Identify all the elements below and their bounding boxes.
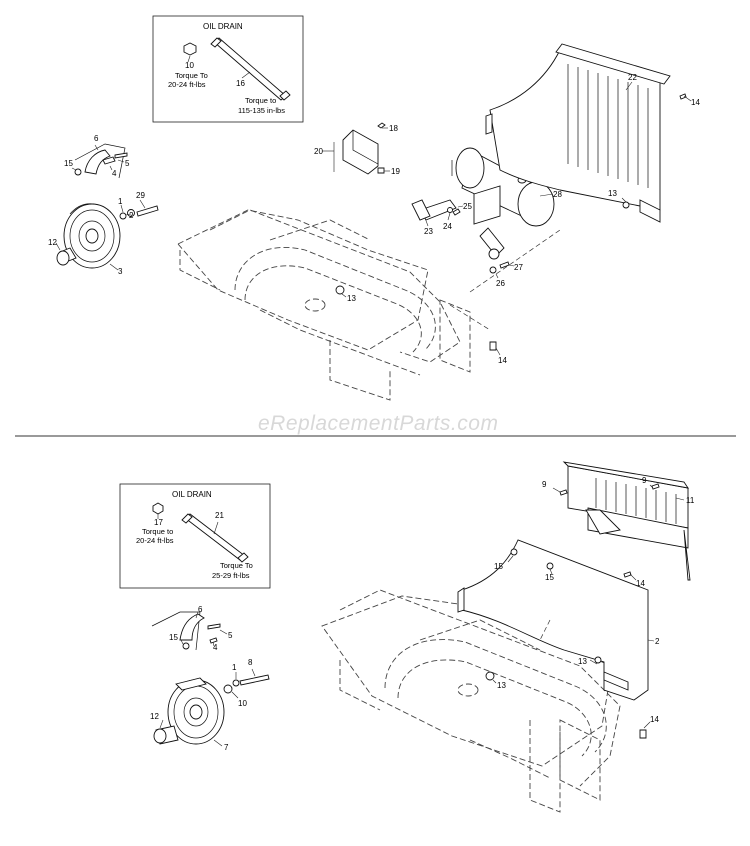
- callout-13b: 13: [608, 189, 617, 198]
- oil-drain-plug-torque-2-bottom: 20-24 ft-lbs: [136, 536, 174, 545]
- grille-bottom: [552, 461, 691, 581]
- callout-20: 20: [314, 147, 323, 156]
- frame-hardware-bottom: [485, 671, 651, 739]
- frame-hardware-top: [335, 285, 501, 356]
- callout-13b-bottom: 13: [497, 681, 506, 690]
- callout-14a-bottom: 14: [636, 579, 645, 588]
- callout-5-bottom: 5: [228, 631, 233, 640]
- callout-19: 19: [391, 167, 400, 176]
- oil-drain-hose-torque-2-bottom: 25-29 ft-lbs: [212, 571, 250, 580]
- oil-drain-plug-number-bottom: 17: [154, 518, 163, 527]
- oil-drain-hose-number-bottom: 21: [215, 511, 224, 520]
- callout-22: 22: [628, 73, 637, 82]
- callout-4-bottom: 4: [213, 643, 218, 652]
- callout-9a-bottom: 9: [542, 480, 547, 489]
- oil-drain-plug-torque-1-bottom: Torque to: [142, 527, 173, 536]
- callout-14: 14: [691, 98, 700, 107]
- callout-2: 2: [129, 211, 134, 220]
- callout-25: 25: [463, 202, 472, 211]
- callout-1: 1: [118, 197, 123, 206]
- chassis-frame-top: [177, 209, 471, 401]
- callout-24: 24: [443, 222, 452, 231]
- callout-26: 26: [496, 279, 505, 288]
- callout-18: 18: [389, 124, 398, 133]
- callout-12: 12: [48, 238, 57, 247]
- callout-6: 6: [94, 134, 99, 143]
- callout-28: 28: [553, 190, 562, 199]
- rear-shroud-bottom: [457, 539, 655, 701]
- callout-15: 15: [64, 159, 73, 168]
- oil-drain-hose-number-top: 16: [236, 79, 245, 88]
- callout-14b: 14: [498, 356, 507, 365]
- callout-12-bottom: 12: [150, 712, 159, 721]
- callouts-bottom: 6 15 5 4 1 8 10 12 7 9 9 11 15 15 14 2 1…: [150, 476, 695, 752]
- callout-6-bottom: 6: [198, 605, 203, 614]
- callout-9b-bottom: 9: [642, 476, 647, 485]
- callout-13: 13: [347, 294, 356, 303]
- callout-15a-bottom: 15: [494, 562, 503, 571]
- oil-drain-hose-torque-2-top: 115-135 in-lbs: [238, 106, 285, 115]
- callout-8-bottom: 8: [248, 658, 253, 667]
- clutch-assembly-top: [55, 143, 159, 271]
- callout-27: 27: [514, 263, 523, 272]
- oil-drain-box-top: OIL DRAIN 10 Torque To 20-24 ft-lbs 16 T…: [152, 15, 304, 123]
- oil-drain-plug-torque-2-top: 20-24 ft-lbs: [168, 80, 206, 89]
- oil-drain-box-bottom: OIL DRAIN 17 Torque to 20-24 ft-lbs 21 T…: [119, 483, 271, 589]
- oil-drain-title-bottom: OIL DRAIN: [172, 490, 212, 499]
- callout-2-bottom: 2: [655, 637, 660, 646]
- chassis-frame-bottom: [321, 589, 621, 813]
- watermark: eReplacementParts.com: [258, 412, 498, 435]
- oil-drain-plug-number-top: 10: [185, 61, 194, 70]
- muffler-top: [411, 147, 561, 331]
- callout-14b-bottom: 14: [650, 715, 659, 724]
- callout-7-bottom: 7: [224, 743, 229, 752]
- oil-drain-hose-torque-1-bottom: Torque To: [220, 561, 253, 570]
- callout-15b-bottom: 15: [545, 573, 554, 582]
- callout-23: 23: [424, 227, 433, 236]
- bracket-20-top: [322, 122, 390, 175]
- rear-shroud-top: [485, 43, 692, 223]
- oil-drain-plug-torque-1-top: Torque To: [175, 71, 208, 80]
- callout-3: 3: [118, 267, 123, 276]
- callout-13a-bottom: 13: [578, 657, 587, 666]
- callout-11-bottom: 11: [686, 496, 695, 505]
- callout-4: 4: [112, 169, 117, 178]
- callout-10-bottom: 10: [238, 699, 247, 708]
- oil-drain-hose-torque-1-top: Torque to: [245, 96, 276, 105]
- callout-15-bottom: 15: [169, 633, 178, 642]
- callout-29: 29: [136, 191, 145, 200]
- callout-1-bottom: 1: [232, 663, 237, 672]
- clutch-assembly-bottom: [151, 611, 270, 747]
- callout-5: 5: [125, 159, 130, 168]
- oil-drain-title-top: OIL DRAIN: [203, 22, 243, 31]
- callouts-top: 6 15 5 4 29 1 2 12 3 20 18 19 13 22 14 2…: [48, 73, 700, 365]
